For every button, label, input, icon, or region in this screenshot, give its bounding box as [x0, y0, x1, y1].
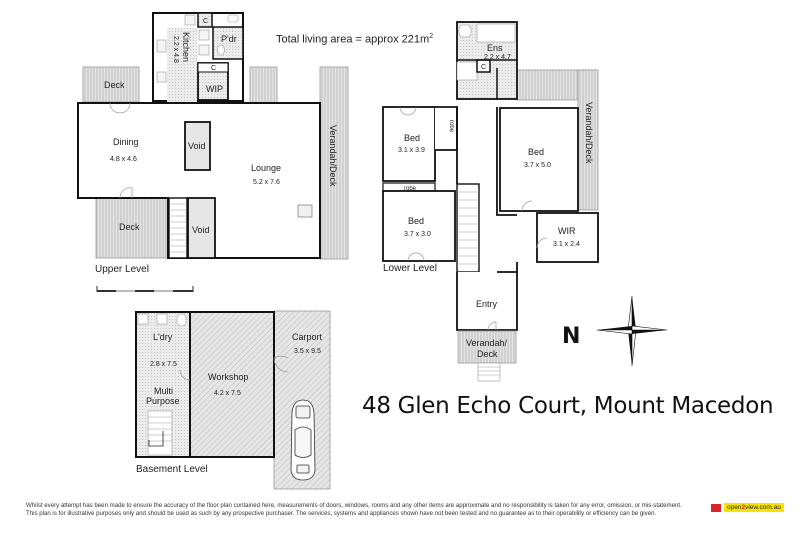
upper-deck-north [82, 66, 140, 103]
room-multi-purpose: Multi [154, 386, 173, 396]
void-upper [184, 121, 211, 171]
upper-level-label: Upper Level [95, 264, 149, 275]
compass-rose-icon: N [562, 295, 668, 367]
total-area-text: Total living area = approx 221m [276, 33, 430, 46]
cupboard-label: C [481, 64, 486, 71]
room-laundry-dims: 2.8 x 7.5 [150, 361, 177, 368]
room-bed-master: Bed [528, 147, 544, 157]
room-lounge: Lounge [251, 163, 281, 173]
void-lower [187, 197, 216, 259]
fireplace-icon [297, 204, 313, 218]
room-carport-dims: 3.5 x 9.5 [294, 348, 321, 355]
room-entry-verandah-line2: Deck [477, 349, 498, 359]
property-address: 48 Glen Echo Court, Mount Macedon [362, 393, 774, 419]
lower-level-label: Lower Level [383, 263, 437, 274]
disclaimer-line-2: This plan is for illustrative purposes o… [26, 510, 657, 517]
room-carport: Carport [292, 332, 323, 342]
room-bed-1: Bed [404, 133, 420, 143]
disclaimer: Whilst every attempt has been made to en… [26, 502, 706, 518]
brand-text-two: 2 [741, 504, 746, 511]
brand-icon [711, 503, 721, 512]
brand-text-pre: open [727, 504, 742, 511]
cupboard-label: C [203, 18, 208, 25]
room-bed-master-dims: 3.7 x 5.0 [524, 162, 551, 169]
room-verandah-deck-upper: Verandah/Deck [328, 125, 338, 187]
room-dining-dims: 4.8 x 4.6 [110, 156, 137, 163]
cupboard-label: C [211, 65, 216, 72]
robe-label: robe [448, 120, 454, 133]
basement-level-label: Basement Level [136, 464, 208, 475]
void-label: Void [188, 141, 206, 151]
total-area-superscript: 2 [429, 33, 434, 40]
room-bed-2: Bed [408, 216, 424, 226]
room-wir: WIR [558, 226, 576, 236]
room-laundry: L'dry [153, 332, 173, 342]
room-deck-north: Deck [104, 80, 125, 90]
room-bed-2-dims: 3.7 x 3.0 [404, 231, 431, 238]
room-entry-verandah: Verandah/ [466, 338, 508, 348]
north-indicator: N [562, 324, 580, 349]
basement-level-plan: L'dry 2.8 x 7.5 Multi Purpose Workshop 4… [135, 310, 331, 490]
room-ensuite: Ens [487, 43, 503, 53]
room-wip: WIP [206, 84, 223, 94]
room-ensuite-dims: 2.2 x 4.7 [484, 54, 511, 61]
room-deck-south: Deck [119, 222, 140, 232]
upper-verandah-deck [319, 66, 349, 260]
room-lounge-dims: 5.2 x 7.6 [253, 179, 280, 186]
room-multi-purpose-line2: Purpose [146, 396, 180, 406]
scale-bar [96, 286, 194, 292]
room-wir-dims: 3.1 x 2.4 [553, 241, 580, 248]
room-workshop-dims: 4.2 x 7.5 [214, 390, 241, 397]
room-workshop: Workshop [208, 372, 248, 382]
disclaimer-line-1: Whilst every attempt has been made to en… [26, 502, 682, 509]
upper-level-plan: Kitchen 2.2 x 4.8 P'dr WIP C C Deck Dini… [77, 12, 349, 292]
brand-text-post: view.com.au [745, 504, 781, 511]
front-steps [477, 362, 501, 382]
car-icon [290, 399, 316, 481]
lower-level-plan: Ens 2.2 x 4.7 C Bed 3.1 x 3.9 robe Bed 3… [382, 21, 599, 382]
room-kitchen-dims: 2.2 x 4.8 [172, 36, 179, 63]
total-living-area: Total living area = approx 221m2 [276, 33, 433, 46]
entry-verandah-deck [457, 330, 517, 364]
brand-logo[interactable]: open2view.com.au [711, 503, 784, 512]
room-verandah-deck-lower: Verandah/Deck [584, 102, 594, 164]
room-entry: Entry [476, 299, 498, 309]
room-dining: Dining [113, 137, 139, 147]
room-powder: P'dr [221, 34, 237, 44]
room-kitchen: Kitchen [181, 32, 191, 62]
robe-label: robe [404, 186, 417, 192]
brand-text: open2view.com.au [724, 503, 784, 512]
void-label: Void [192, 225, 210, 235]
room-bed-1-dims: 3.1 x 3.9 [398, 147, 425, 154]
